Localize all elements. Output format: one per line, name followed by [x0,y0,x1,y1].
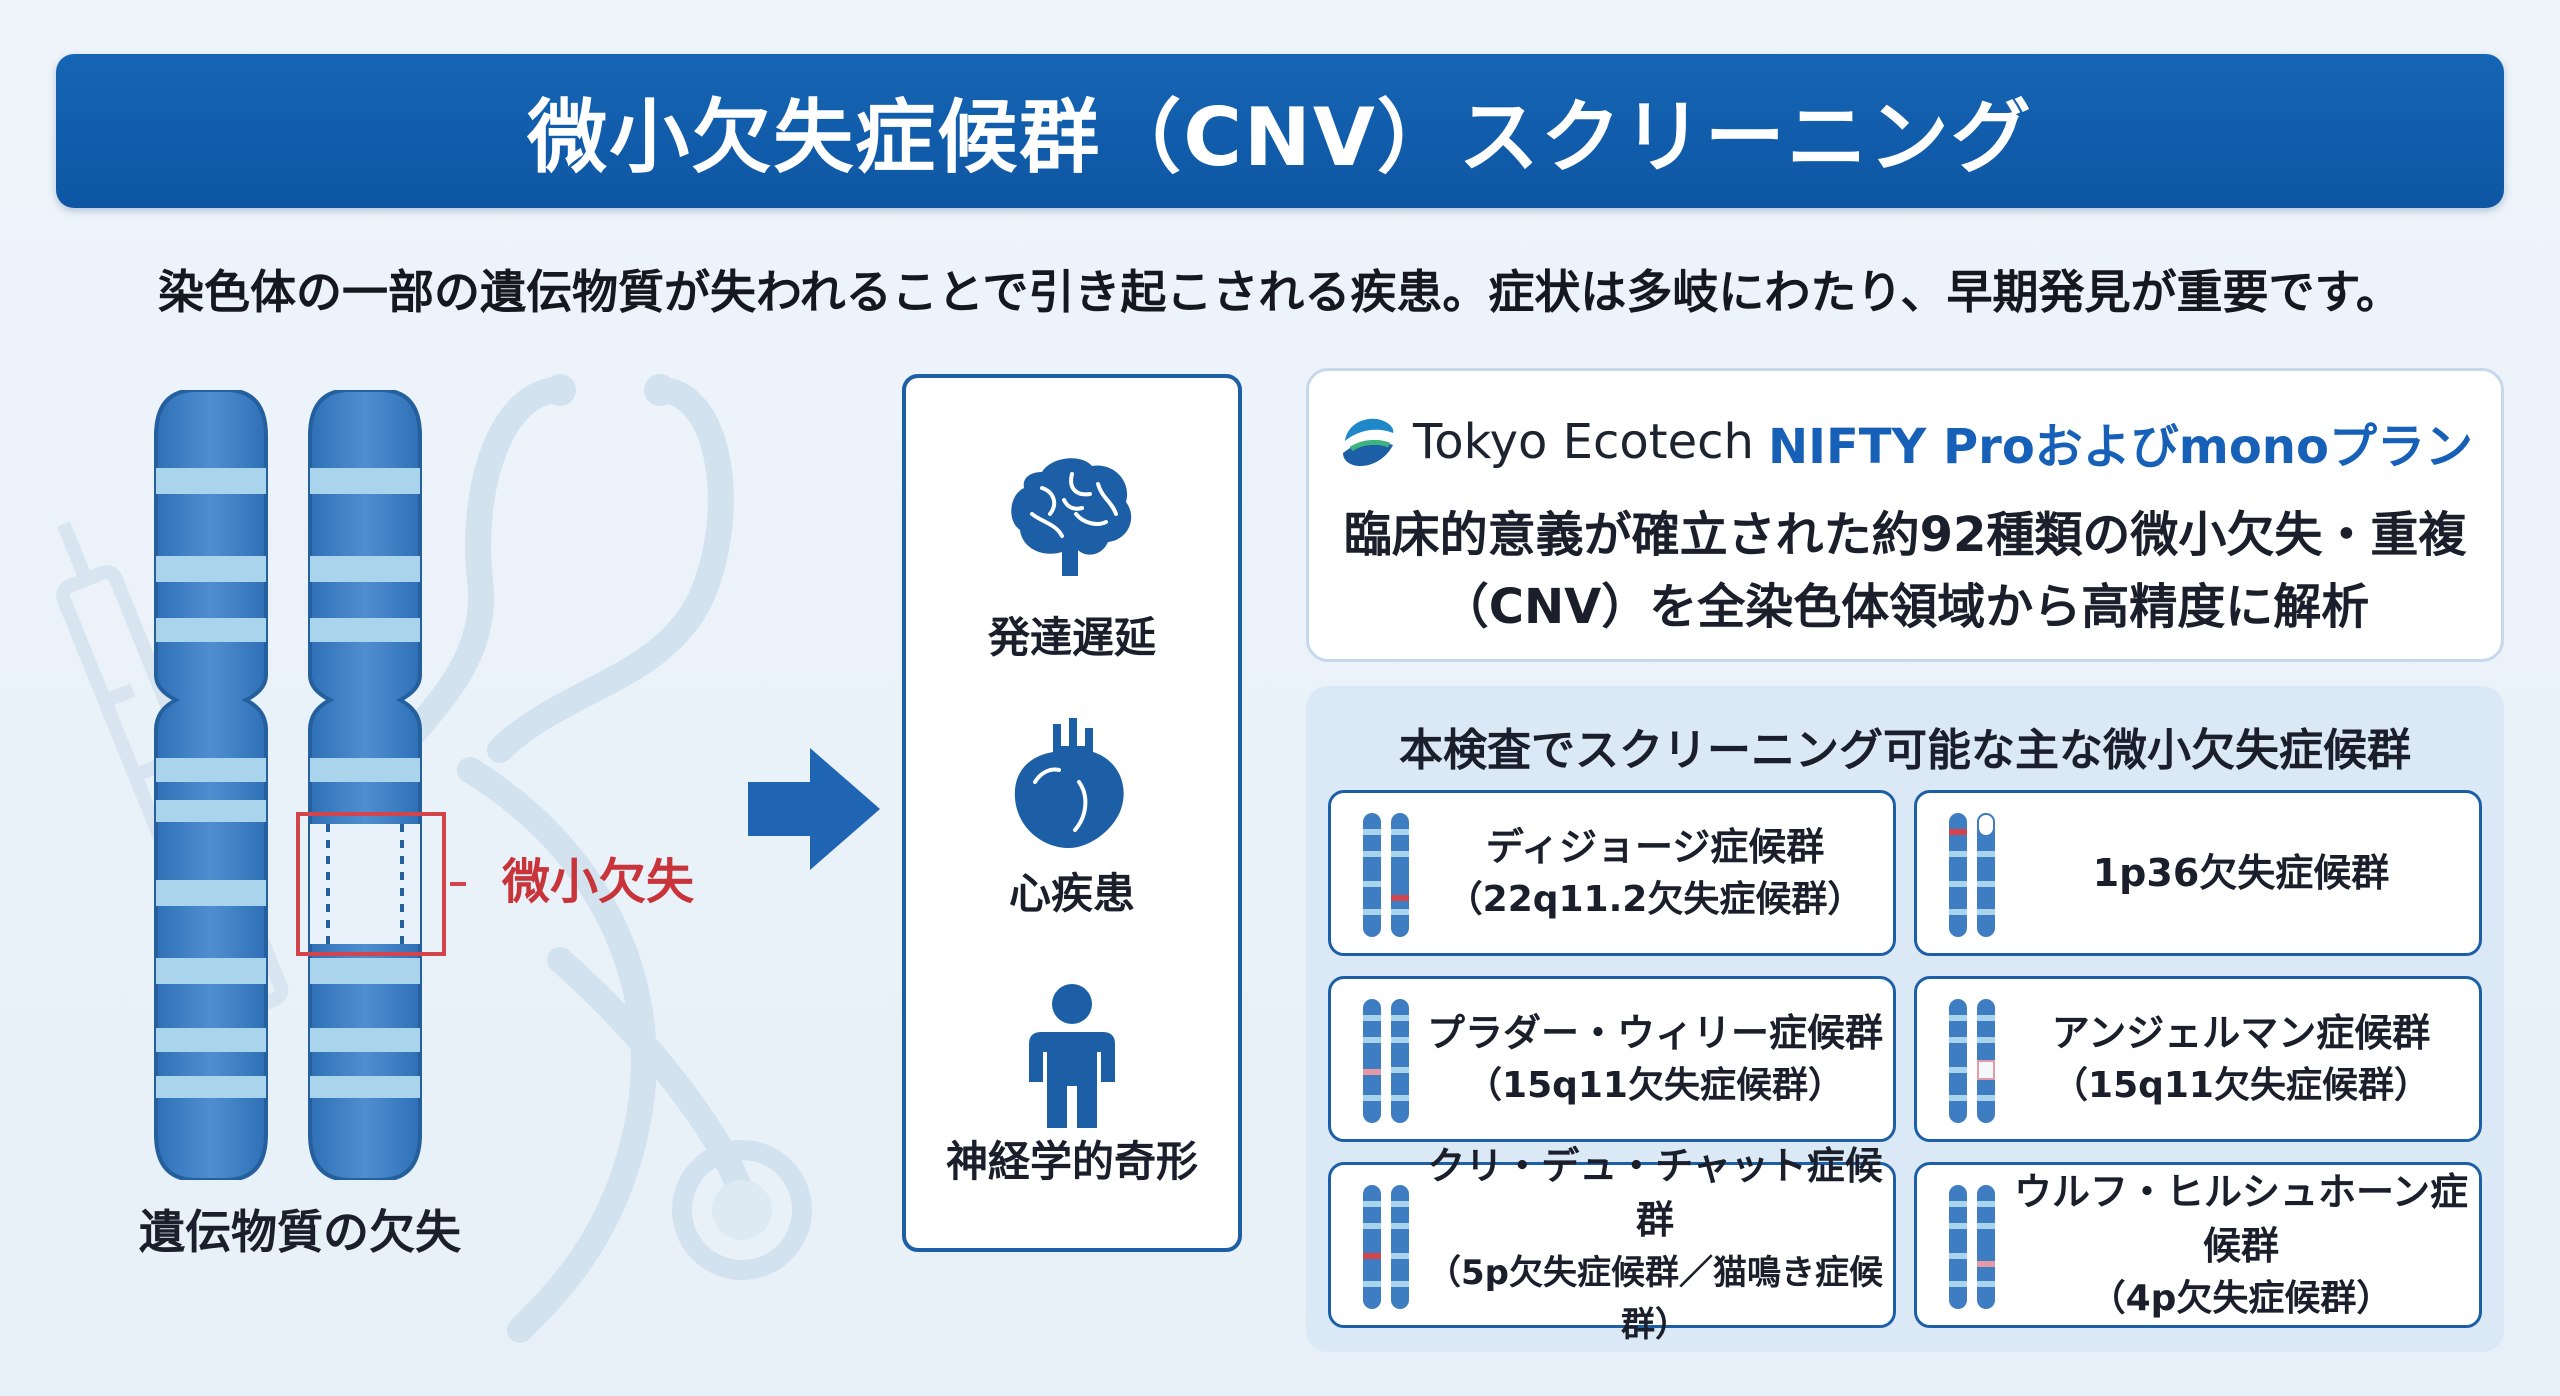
tokyo-ecotech-logo-icon [1343,418,1394,467]
heart-icon [1014,718,1124,848]
plan-name: NIFTY Proおよびmonoプラン [1767,419,2473,475]
syndrome-card-digeorge: ディジョージ症候群 （22q11.2欠失症候群） [1328,790,1896,956]
chromosome-caption: 遺伝物質の欠失 [139,1205,461,1259]
syndrome-name: プラダー・ウィリー症候群 [1427,1011,1884,1055]
symptom-developmental-delay: 発達遅延 [906,444,1238,662]
symptom-neurological-malformation: 神経学的奇形 [906,982,1238,1186]
page-title: 微小欠失症候群（CNV）スクリーニング [527,91,2033,184]
chromosome-pair-illustration [154,390,466,1180]
chromosome-pair-icon [1363,1185,1409,1309]
title-banner: 微小欠失症候群（CNV）スクリーニング [56,54,2504,208]
syndrome-alt-name: （15q11欠失症候群） [1466,1065,1844,1106]
info-line-1: 臨床的意義が確立された約92種類の微小欠失・重複 [1343,507,2467,563]
syndrome-section-heading: 本検査でスクリーニング可能な主な微小欠失症候群 [1399,725,2411,776]
symptom-heart-disease: 心疾患 [906,712,1238,918]
syndrome-card-1p36: 1p36欠失症候群 [1914,790,2482,956]
test-info-card: Tokyo Ecotech NIFTY Proおよびmonoプラン 臨床的意義が… [1306,368,2504,662]
symptom-label: 神経学的奇形 [945,1137,1198,1186]
syndrome-alt-name: （22q11.2欠失症候群） [1446,879,1864,920]
syndrome-name: ウルフ・ヒルシュホーン症候群 [2013,1170,2469,1268]
background-stethoscope-icon [56,374,812,1343]
syndrome-alt-name: （15q11欠失症候群） [2052,1065,2430,1106]
syndrome-card-prader-willi: プラダー・ウィリー症候群 （15q11欠失症候群） [1328,976,1896,1142]
symptom-label: 発達遅延 [987,613,1156,662]
brand-name: Tokyo Ecotech [1413,414,1754,470]
chromosome-left-icon [154,390,268,1180]
syndrome-name: アンジェルマン症候群 [2051,1011,2431,1055]
chromosome-pair-icon [1363,813,1409,937]
brain-icon [1011,458,1132,576]
deletion-label: 微小欠失 [502,854,695,910]
arrow-right-icon [748,748,880,870]
syndrome-card-angelman: アンジェルマン症候群 （15q11欠失症候群） [1914,976,2482,1142]
syndrome-alt-name: （4p欠失症候群） [2089,1278,2393,1319]
syndrome-name: ディジョージ症候群 [1485,825,1825,869]
syndrome-alt-name: （5p欠失症候群／猫鳴き症候群） [1427,1253,1883,1345]
syndrome-card-cri-du-chat: クリ・デュ・チャット症候群 （5p欠失症候群／猫鳴き症候群） [1328,1144,1896,1345]
syndrome-section: 本検査でスクリーニング可能な主な微小欠失症候群 ディジョージ症候群 （22q11… [1306,686,2504,1352]
chromosome-right-icon [308,390,422,1180]
person-icon [1029,984,1115,1128]
syndrome-name: クリ・デュ・チャット症候群 [1427,1144,1883,1242]
page-subtitle: 染色体の一部の遺伝物質が失われることで引き起こされる疾患。症状は多岐にわたり、早… [158,265,2402,319]
chromosome-pair-icon [1363,999,1409,1123]
syndrome-card-wolf-hirschhorn: ウルフ・ヒルシュホーン症候群 （4p欠失症候群） [1914,1162,2482,1328]
syndrome-name: 1p36欠失症候群 [2092,851,2390,895]
info-line-2: （CNV）を全染色体領域から高精度に解析 [1440,579,2370,635]
brand-row: Tokyo Ecotech NIFTY Proおよびmonoプラン [1309,407,2501,477]
chromosome-pair-icon [1949,1185,1995,1309]
symptom-label: 心疾患 [1008,869,1135,918]
chromosome-pair-icon [1949,813,1995,937]
chromosome-pair-icon [1949,999,1995,1123]
deletion-highlight-box [296,812,446,956]
symptom-panel: 発達遅延 心疾患 神経学的奇形 [902,374,1242,1252]
